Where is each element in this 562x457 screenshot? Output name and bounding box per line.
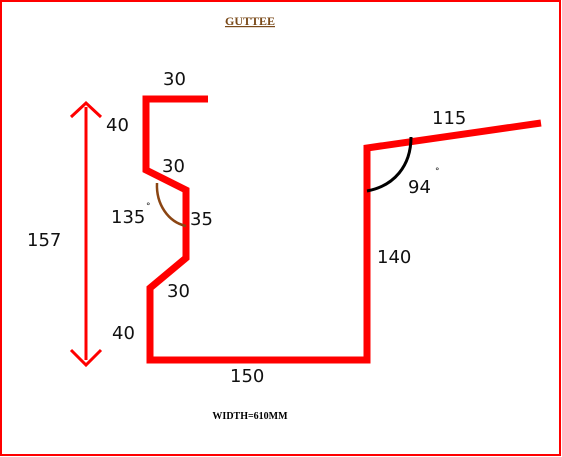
dimension-right-vertical: 140 — [377, 247, 411, 268]
diagram-title: GUTTEE — [225, 14, 275, 28]
dimension-top-left: 30 — [163, 69, 186, 90]
angle-left-degree-symbol: ° — [146, 202, 151, 212]
dimension-bottom: 150 — [230, 366, 264, 387]
right-angle-arc — [366, 136, 413, 193]
gutter-profile — [142, 95, 542, 364]
angle-right-degree-symbol: ° — [435, 167, 440, 177]
dimension-top-right: 115 — [432, 108, 466, 129]
dimension-upper-slope: 30 — [162, 156, 185, 177]
dimension-lower-slope: 30 — [167, 281, 190, 302]
angle-left-value: 135 — [111, 207, 145, 228]
left-angle-arc — [155, 182, 187, 228]
dimension-inner-vertical: 35 — [190, 209, 213, 230]
width-label: WIDTH=610MM — [212, 411, 288, 422]
dimension-overall-height: 157 — [27, 230, 61, 251]
dimension-left-lower: 40 — [112, 323, 135, 344]
angle-right-value: 94 — [408, 177, 431, 198]
height-dimension-arrow — [69, 100, 103, 368]
dimension-left-upper: 40 — [106, 115, 129, 136]
